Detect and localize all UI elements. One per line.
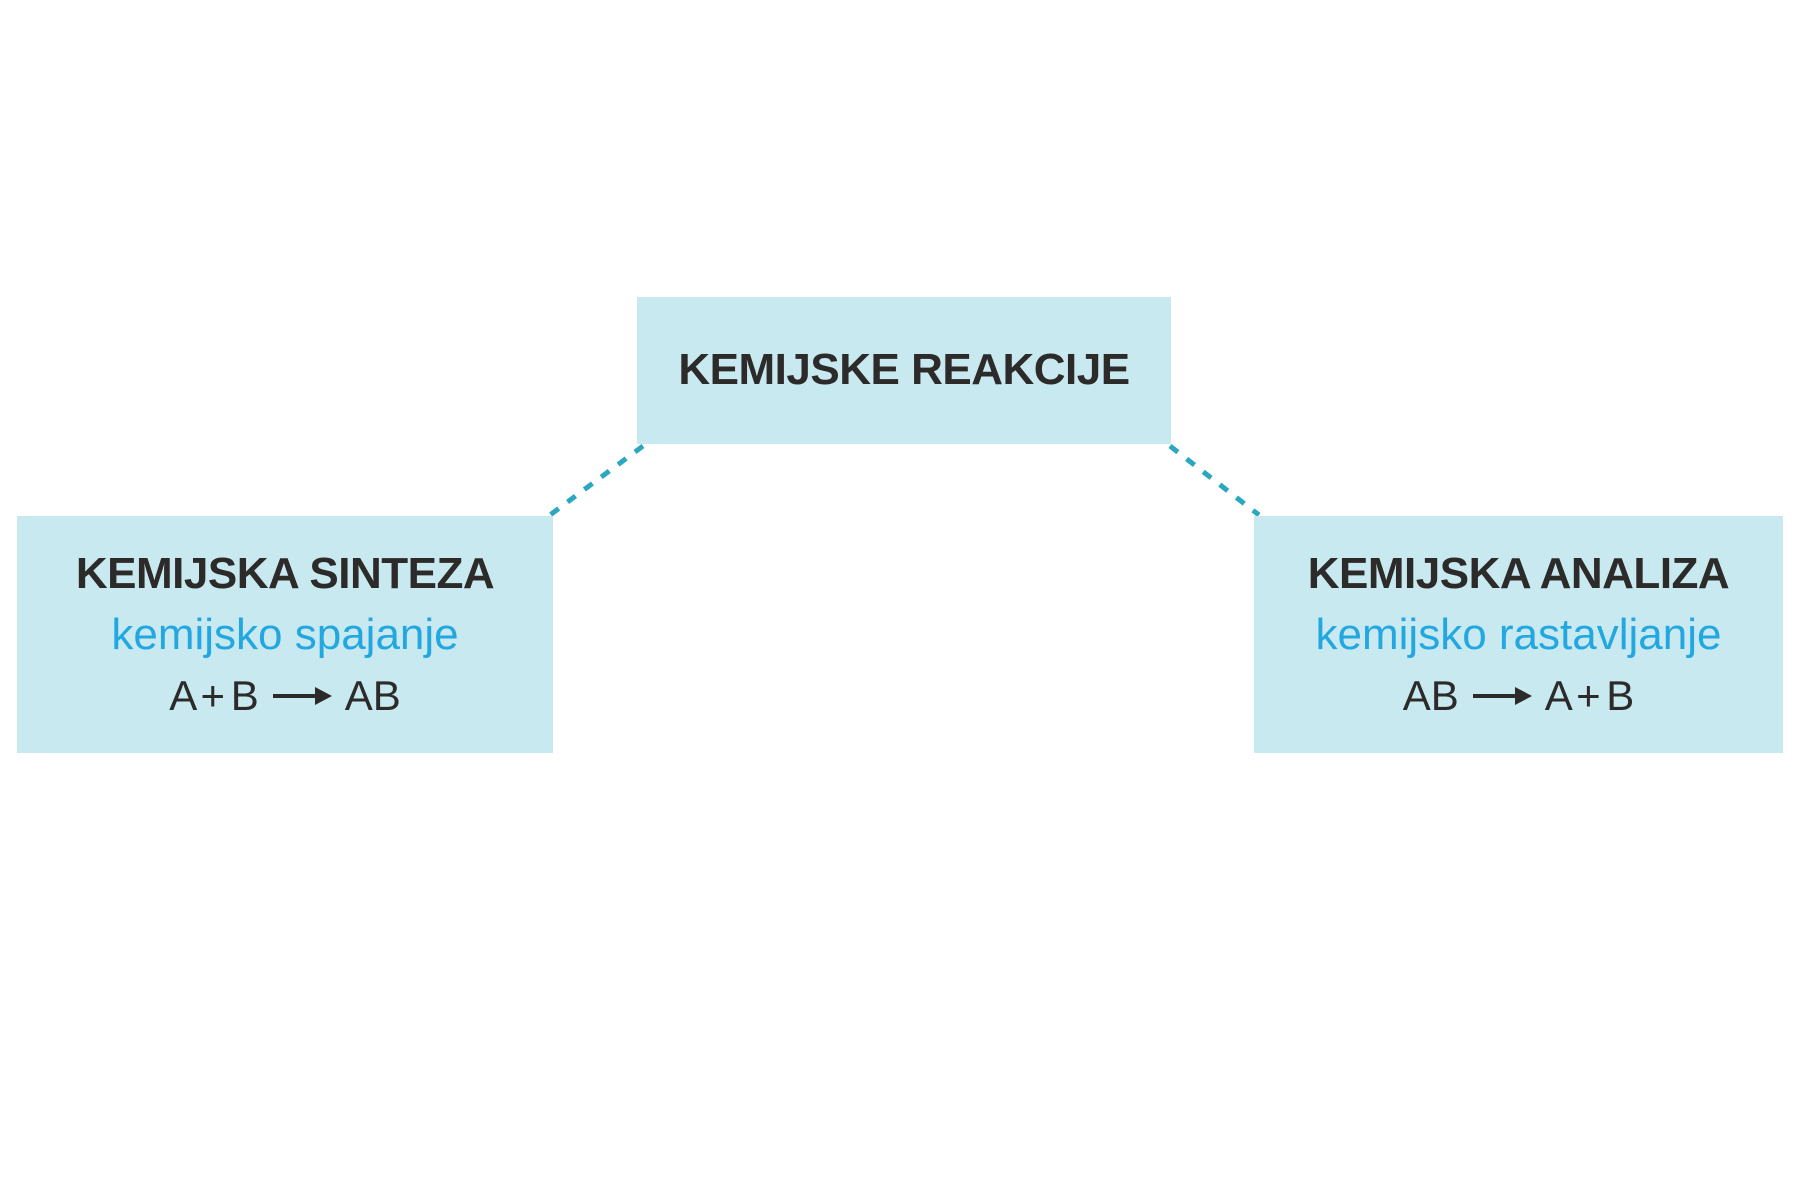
analysis-subtitle: kemijsko rastavljanje [1315,610,1722,660]
synthesis-node: KEMIJSKA SINTEZA kemijsko spajanje A + B… [17,516,553,753]
root-node-title: KEMIJSKE REAKCIJE [678,345,1130,395]
synthesis-formula-rhs: AB [344,671,401,719]
analysis-formula: AB A + B [1402,671,1635,719]
analysis-title: KEMIJSKA ANALIZA [1307,549,1730,599]
reaction-arrow-icon [1472,693,1517,698]
root-node-chemical-reactions: KEMIJSKE REAKCIJE [637,297,1171,444]
analysis-node: KEMIJSKA ANALIZA kemijsko rastavljanje A… [1254,516,1783,753]
reaction-arrow-icon [272,693,317,698]
connector-left-dashed-line [548,443,645,518]
analysis-formula-rhs: A + B [1544,671,1635,719]
synthesis-formula-lhs: A + B [169,671,259,719]
synthesis-formula: A + B AB [169,671,401,719]
connector-right-dashed-line [1168,444,1261,517]
synthesis-title: KEMIJSKA SINTEZA [75,549,495,599]
synthesis-subtitle: kemijsko spajanje [111,610,459,660]
analysis-formula-lhs: AB [1402,671,1459,719]
